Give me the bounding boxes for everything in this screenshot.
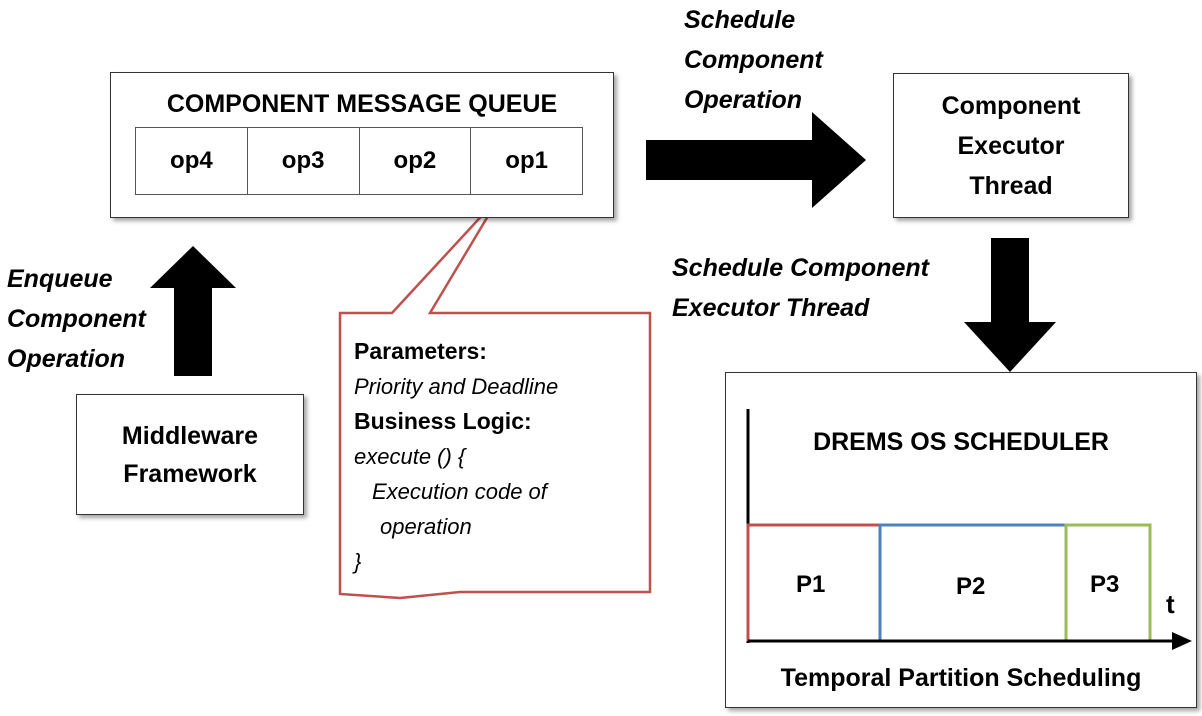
scheduler-title: DREMS OS SCHEDULER: [813, 428, 1109, 456]
scheduler-footer: Temporal Partition Scheduling: [780, 664, 1142, 692]
queue-slot-op3: op3: [248, 128, 360, 194]
code-line-2: Execution code of: [372, 479, 547, 504]
schedule-operation-label: Schedule Component Operation: [684, 6, 823, 114]
schedule-thread-arrow: [964, 238, 1056, 372]
timeline-graphic: [746, 409, 1192, 650]
business-logic-heading: Business Logic:: [354, 408, 532, 434]
queue-slot-op4: op4: [136, 128, 248, 194]
middleware-framework: Middleware Framework: [76, 394, 304, 515]
drems-os-scheduler: DREMS OS SCHEDULER P1 P2 P3 t Temporal P…: [725, 372, 1197, 708]
enqueue-arrow: [150, 246, 236, 376]
queue-title: COMPONENT MESSAGE QUEUE: [166, 90, 558, 118]
partition-p3-outline: [1064, 523, 1152, 641]
queue-slots: op4 op3 op2 op1: [135, 127, 583, 195]
parameters-heading: Parameters:: [354, 338, 487, 364]
enqueue-label: Enqueue Component Operation: [7, 265, 146, 373]
queue-slot-op2: op2: [360, 128, 472, 194]
component-message-queue: COMPONENT MESSAGE QUEUE op4 op3 op2 op1: [110, 72, 614, 218]
code-line-3: operation: [380, 514, 472, 539]
middleware-line2: Framework: [123, 459, 257, 488]
callout-outline: [338, 195, 652, 600]
code-line-4: }: [354, 549, 362, 574]
component-executor-thread: Component Executor Thread: [893, 73, 1129, 218]
time-axis-label: t: [1166, 589, 1175, 619]
timeline-arrowhead: [1172, 632, 1192, 650]
executor-line2: Executor: [957, 131, 1065, 160]
parameters-value: Priority and Deadline: [354, 374, 559, 399]
partition-p2-label: P2: [956, 573, 986, 600]
code-line-1: execute () {: [354, 444, 466, 469]
partition-p1-label: P1: [796, 571, 826, 598]
executor-line3: Thread: [969, 171, 1053, 200]
middleware-line1: Middleware: [121, 421, 259, 450]
partition-p3-label: P3: [1090, 571, 1120, 598]
executor-line1: Component: [941, 91, 1081, 120]
schedule-thread-label: Schedule Component Executor Thread: [672, 254, 929, 322]
schedule-operation-arrow: [646, 112, 866, 208]
operation-callout: Parameters: Priority and Deadline Busine…: [354, 334, 644, 579]
queue-slot-op1: op1: [505, 147, 548, 174]
